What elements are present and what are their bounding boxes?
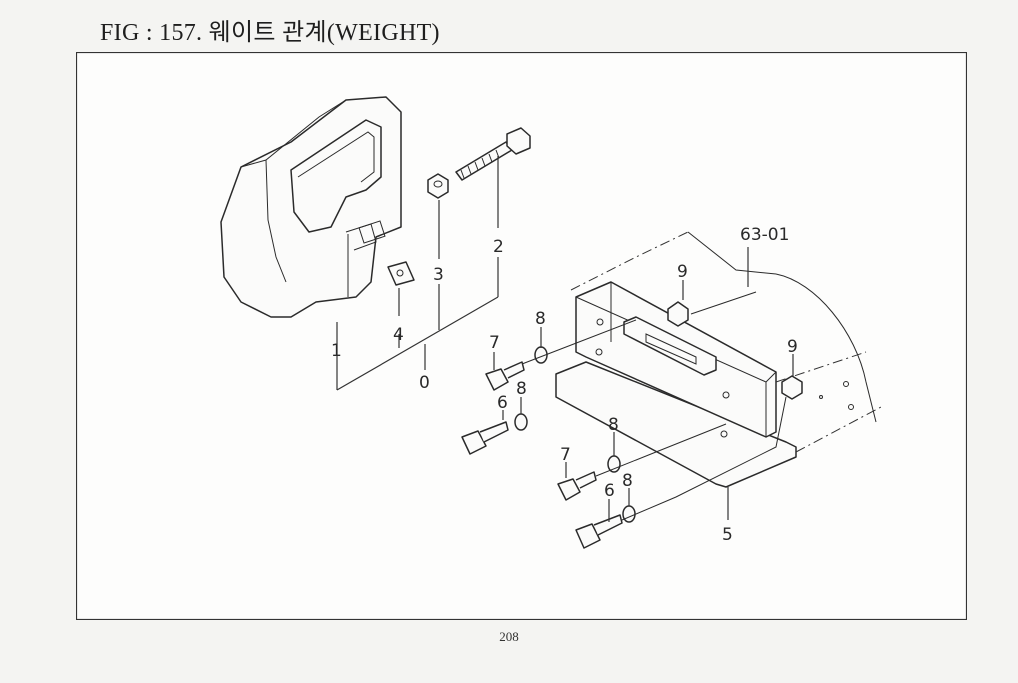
label-part-4: 4 xyxy=(393,325,404,345)
label-part-8d: 8 xyxy=(622,471,633,491)
label-part-9b: 9 xyxy=(787,337,798,357)
part-labels: 1 4 3 2 0 7 8 6 8 7 8 6 8 9 9 5 63-01 xyxy=(331,225,798,545)
label-part-8a: 8 xyxy=(535,309,546,329)
label-part-8b: 8 xyxy=(516,379,527,399)
label-part-1: 1 xyxy=(331,341,342,361)
diagram-frame: 1 4 3 2 0 7 8 6 8 7 8 6 8 9 9 5 63-01 xyxy=(76,52,967,620)
label-part-7a: 7 xyxy=(489,333,500,353)
label-part-7b: 7 xyxy=(560,445,571,465)
exploded-parts-diagram: 1 4 3 2 0 7 8 6 8 7 8 6 8 9 9 5 63-01 xyxy=(76,52,967,620)
label-part-9a: 9 xyxy=(677,262,688,282)
weight-block-part xyxy=(220,96,402,318)
label-part-2: 2 xyxy=(493,237,504,257)
base-mount-part xyxy=(555,281,797,488)
bolt-part xyxy=(455,127,531,181)
label-part-0: 0 xyxy=(419,373,430,393)
label-part-6b: 6 xyxy=(604,481,615,501)
nut-part xyxy=(427,173,449,199)
page-title: FIG : 157. 웨이트 관계(WEIGHT) xyxy=(100,20,440,46)
leader-lines-left xyxy=(336,156,499,391)
lock-plate-part xyxy=(387,261,415,286)
label-part-8c: 8 xyxy=(608,415,619,435)
page-number: 208 xyxy=(499,629,519,644)
fasteners xyxy=(461,291,803,549)
label-part-5: 5 xyxy=(722,525,733,545)
label-part-6a: 6 xyxy=(497,393,508,413)
label-part-3: 3 xyxy=(433,265,444,285)
label-ref-63-01: 63-01 xyxy=(740,225,789,245)
leader-lines-right xyxy=(493,247,794,522)
